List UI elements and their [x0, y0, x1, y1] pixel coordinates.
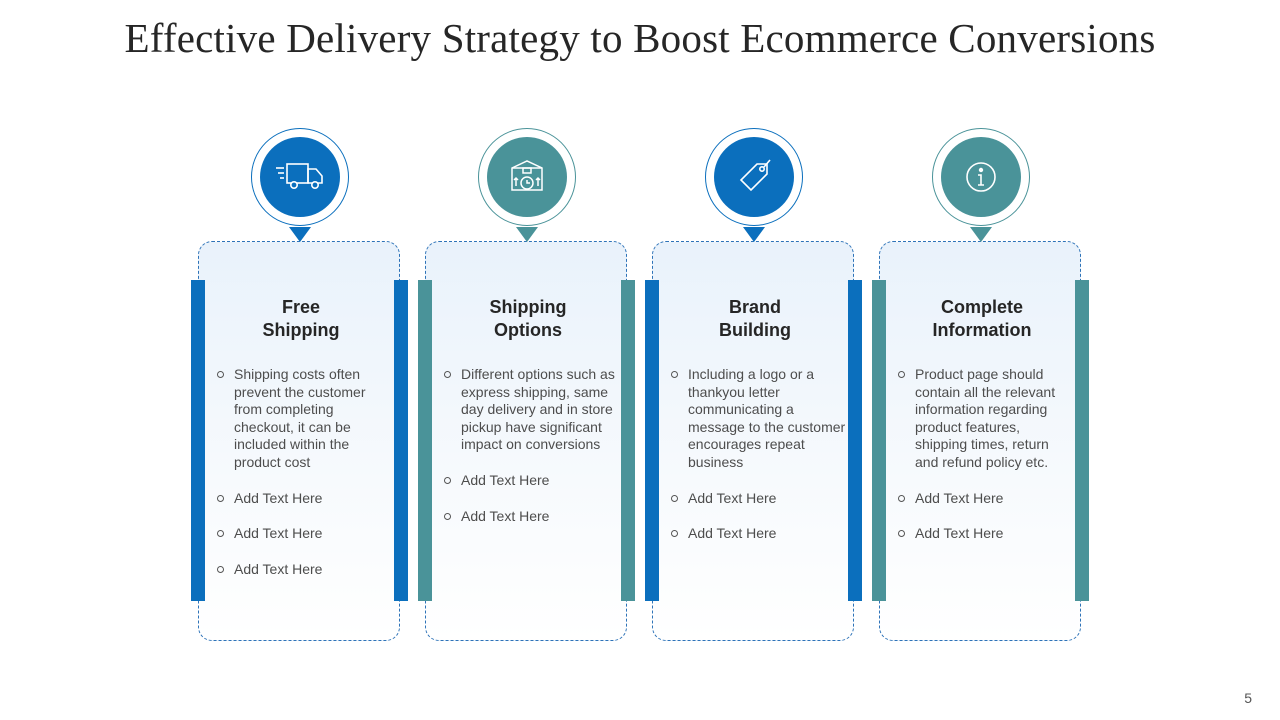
- badge-pointer: [516, 227, 538, 242]
- bullet-circle-icon: [217, 530, 224, 538]
- bullet-circle-icon: [671, 371, 678, 378]
- card-heading: Complete Information: [932, 297, 1032, 340]
- bullet-circle-icon: [444, 476, 451, 484]
- card-left-bar: [872, 280, 886, 601]
- card-complete-information: Complete Information Product page should…: [872, 128, 1092, 644]
- bullet-list: Including a logo or a thankyou letter co…: [669, 366, 849, 561]
- card-heading: Free Shipping: [262, 297, 340, 340]
- card-right-bar: [848, 280, 862, 601]
- bullet-list: Shipping costs often prevent the custome…: [215, 366, 395, 596]
- list-item: Add Text Here: [442, 472, 622, 490]
- card-panel: [425, 241, 627, 641]
- icon-badge: [932, 128, 1030, 226]
- bullet-circle-icon: [898, 530, 905, 538]
- list-item: Add Text Here: [896, 490, 1076, 508]
- list-item: Product page should contain all the rele…: [896, 366, 1076, 472]
- list-item: Add Text Here: [215, 490, 395, 508]
- card-left-bar: [645, 280, 659, 601]
- page-title: Effective Delivery Strategy to Boost Eco…: [124, 15, 1156, 61]
- list-item: Add Text Here: [215, 561, 395, 579]
- bullet-circle-icon: [898, 494, 905, 502]
- card-left-bar: [191, 280, 205, 601]
- bullet-circle-icon: [444, 512, 451, 520]
- card-brand-building: Brand Building Including a logo or a tha…: [645, 128, 865, 644]
- card-heading: Shipping Options: [489, 297, 567, 340]
- card-free-shipping: Free Shipping Shipping costs often preve…: [191, 128, 411, 644]
- card-right-bar: [621, 280, 635, 601]
- card-heading: Brand Building: [719, 297, 791, 340]
- list-item: Including a logo or a thankyou letter co…: [669, 366, 849, 472]
- bullet-circle-icon: [671, 494, 678, 502]
- list-item: Different options such as express shippi…: [442, 366, 622, 454]
- delivery-truck-icon: [260, 137, 340, 217]
- bullet-list: Different options such as express shippi…: [442, 366, 622, 543]
- card-shipping-options: Shipping Options Different options such …: [418, 128, 638, 644]
- card-right-bar: [1075, 280, 1089, 601]
- bullet-circle-icon: [217, 371, 224, 378]
- list-item: Add Text Here: [215, 525, 395, 543]
- bullet-circle-icon: [898, 371, 905, 378]
- bullet-circle-icon: [217, 565, 224, 573]
- badge-pointer: [289, 227, 311, 242]
- page-number: 5: [1244, 690, 1252, 706]
- bullet-circle-icon: [444, 371, 451, 378]
- package-clock-icon: [487, 137, 567, 217]
- info-icon: [941, 137, 1021, 217]
- bullet-circle-icon: [217, 494, 224, 502]
- icon-badge: [478, 128, 576, 226]
- icon-badge: [705, 128, 803, 226]
- bullet-list: Product page should contain all the rele…: [896, 366, 1076, 561]
- list-item: Add Text Here: [669, 525, 849, 543]
- list-item: Shipping costs often prevent the custome…: [215, 366, 395, 472]
- list-item: Add Text Here: [669, 490, 849, 508]
- icon-badge: [251, 128, 349, 226]
- card-right-bar: [394, 280, 408, 601]
- bullet-circle-icon: [671, 530, 678, 538]
- price-tag-icon: [714, 137, 794, 217]
- badge-pointer: [970, 227, 992, 242]
- list-item: Add Text Here: [896, 525, 1076, 543]
- card-panel: [198, 241, 400, 641]
- badge-pointer: [743, 227, 765, 242]
- card-left-bar: [418, 280, 432, 601]
- list-item: Add Text Here: [442, 508, 622, 526]
